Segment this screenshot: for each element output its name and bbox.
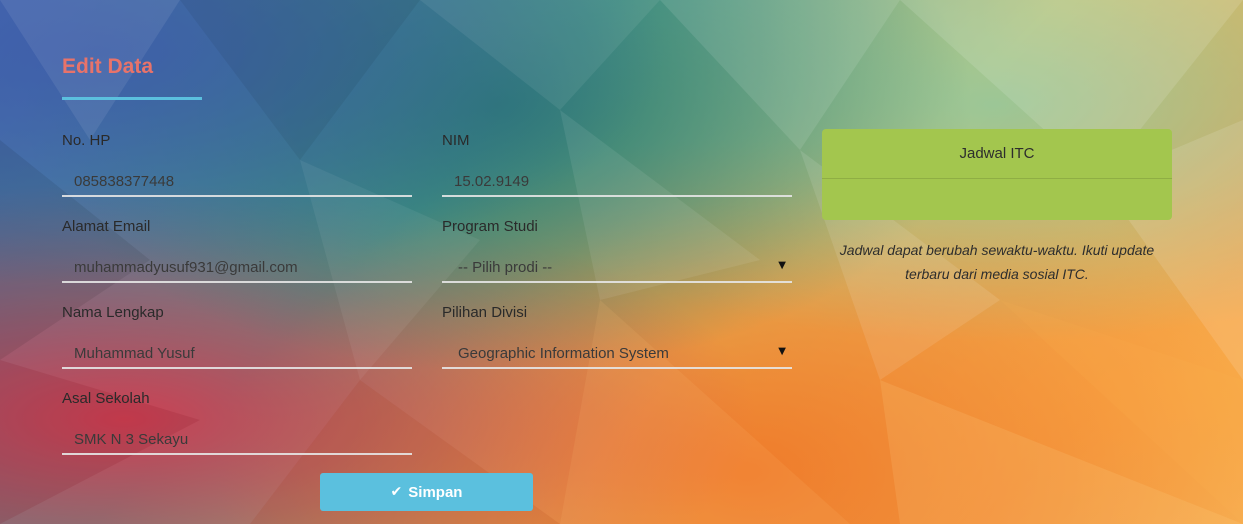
schedule-panel: Jadwal ITC bbox=[822, 129, 1172, 220]
save-button[interactable]: ✔ Simpan bbox=[320, 473, 533, 511]
program-select-value: -- Pilih prodi -- bbox=[458, 259, 553, 276]
schedule-note: Jadwal dapat berubah sewaktu-waktu. Ikut… bbox=[839, 242, 1155, 282]
chevron-down-icon: ▼ bbox=[778, 260, 786, 271]
save-button-label: Simpan bbox=[408, 483, 463, 501]
page-title: Edit Data bbox=[62, 55, 154, 78]
school-input-wrap bbox=[62, 427, 412, 455]
school-field: Asal Sekolah bbox=[62, 389, 412, 455]
school-label: Asal Sekolah bbox=[62, 390, 150, 407]
title-underline bbox=[62, 97, 202, 100]
nim-label: NIM bbox=[442, 132, 470, 149]
name-input-wrap bbox=[62, 341, 412, 369]
email-input[interactable] bbox=[62, 255, 412, 281]
program-field: Program Studi -- Pilih prodi -- ▼ bbox=[442, 217, 792, 283]
phone-input[interactable] bbox=[62, 169, 412, 195]
phone-label: No. HP bbox=[62, 132, 111, 149]
name-input[interactable] bbox=[62, 341, 412, 367]
nim-field: NIM bbox=[442, 131, 792, 197]
phone-field: No. HP bbox=[62, 131, 412, 197]
program-select[interactable]: -- Pilih prodi -- ▼ bbox=[442, 255, 792, 283]
program-label: Program Studi bbox=[442, 218, 538, 235]
phone-input-wrap bbox=[62, 169, 412, 197]
name-field: Nama Lengkap bbox=[62, 303, 412, 369]
chevron-down-icon: ▼ bbox=[778, 346, 786, 357]
division-select-value: Geographic Information System bbox=[458, 345, 669, 362]
nim-input-wrap bbox=[442, 169, 792, 197]
name-label: Nama Lengkap bbox=[62, 304, 164, 321]
email-input-wrap bbox=[62, 255, 412, 283]
school-input[interactable] bbox=[62, 427, 412, 453]
schedule-panel-title: Jadwal ITC bbox=[822, 129, 1172, 179]
division-field: Pilihan Divisi Geographic Information Sy… bbox=[442, 303, 792, 369]
email-field: Alamat Email bbox=[62, 217, 412, 283]
division-select[interactable]: Geographic Information System ▼ bbox=[442, 341, 792, 369]
check-icon: ✔ bbox=[390, 484, 403, 500]
email-label: Alamat Email bbox=[62, 218, 151, 235]
division-label: Pilihan Divisi bbox=[442, 304, 528, 321]
nim-input[interactable] bbox=[442, 169, 792, 195]
